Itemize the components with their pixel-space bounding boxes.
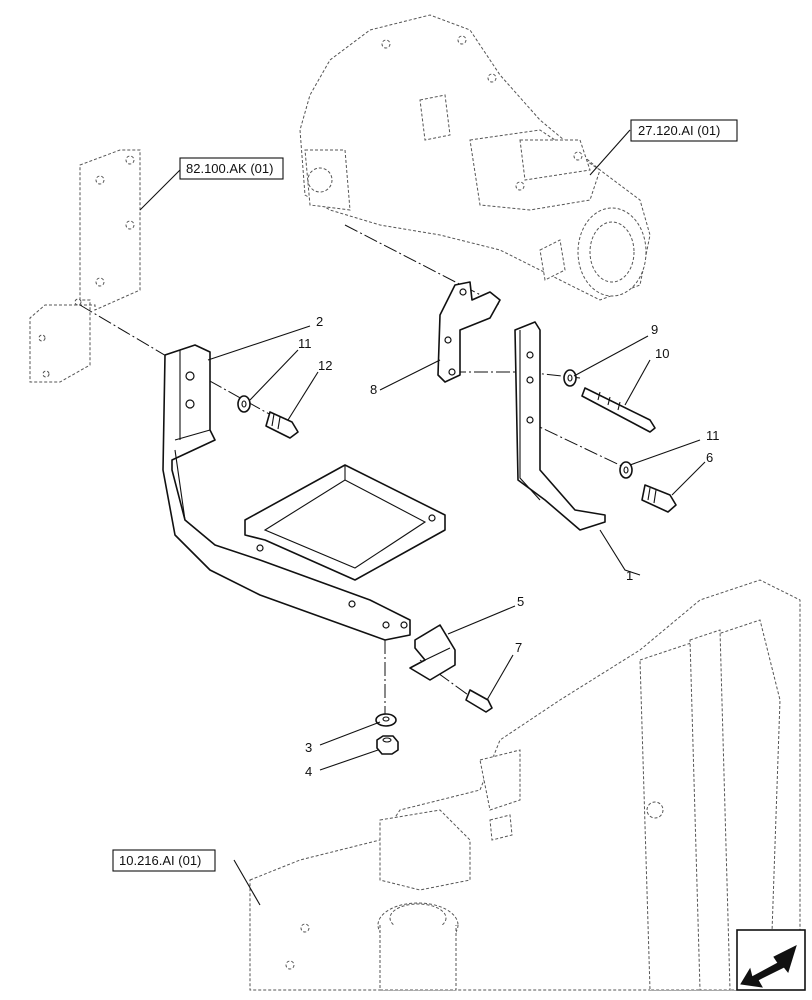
reference-fuel-tank-label: 10.216.AI (01)	[119, 853, 201, 868]
callout-4: 4	[305, 764, 312, 779]
callout-11-left: 11	[298, 336, 312, 351]
part-2-support-bracket	[162, 344, 446, 641]
arrow-left-down-icon[interactable]	[736, 929, 806, 991]
part-3-washer	[375, 713, 397, 727]
callout-5: 5	[517, 594, 524, 609]
mount-bracket-reference	[29, 149, 141, 383]
callout-7: 7	[515, 640, 522, 655]
callout-11-right: 11	[706, 428, 720, 443]
part-4-nut	[376, 735, 399, 755]
part-12-bolt	[265, 411, 299, 439]
reference-transmission[interactable]: 27.120.AI (01)	[630, 119, 738, 142]
callout-1: 1	[626, 568, 633, 583]
part-9-washer	[563, 369, 577, 387]
callout-6: 6	[706, 450, 713, 465]
part-1-bracket	[514, 321, 606, 531]
transmission-housing	[299, 14, 651, 301]
reference-mount-bracket-label: 82.100.AK (01)	[186, 161, 273, 176]
callout-12: 12	[318, 358, 332, 373]
part-8-plate	[437, 281, 501, 383]
callout-8: 8	[370, 382, 377, 397]
part-11-washer-right	[619, 461, 633, 479]
part-7-screw	[465, 689, 493, 713]
callout-2: 2	[316, 314, 323, 329]
callout-3: 3	[305, 740, 312, 755]
part-6-bolt	[641, 484, 677, 513]
reference-mount-bracket[interactable]: 82.100.AK (01)	[179, 157, 284, 180]
callout-9: 9	[651, 322, 658, 337]
reference-fuel-tank[interactable]: 10.216.AI (01)	[112, 849, 216, 872]
part-5-clip	[409, 624, 456, 681]
callout-10: 10	[655, 346, 669, 361]
part-11-washer-left	[237, 395, 251, 413]
reference-transmission-label: 27.120.AI (01)	[638, 123, 720, 138]
part-10-bolt	[581, 387, 656, 433]
fuel-tank	[249, 579, 801, 991]
leader-lines	[139, 129, 706, 906]
callout-numbers: 1 2 3 4 5 6 7 8 9 10 11 11 12	[298, 314, 720, 779]
